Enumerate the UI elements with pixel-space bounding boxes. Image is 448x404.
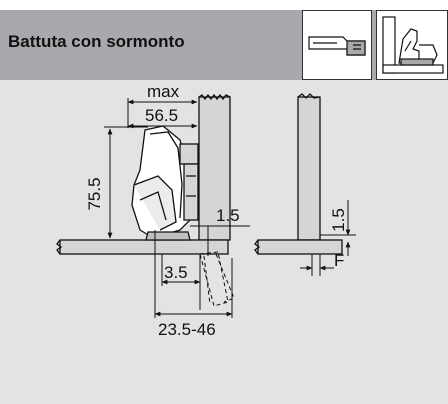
gap-right-label: 1.5 bbox=[329, 208, 348, 232]
max-value-label: 56.5 bbox=[145, 106, 178, 125]
gap-left-label: 1.5 bbox=[216, 206, 240, 225]
range-label: 23.5-46 bbox=[158, 320, 216, 339]
height-label: 75.5 bbox=[85, 177, 104, 210]
right-side-panel bbox=[254, 93, 343, 255]
top-strip bbox=[0, 0, 448, 10]
max-label: max bbox=[147, 82, 180, 101]
cabinet-side-panel bbox=[198, 93, 231, 241]
door-swing-dashed bbox=[199, 251, 235, 307]
dimension-lines-right bbox=[300, 200, 356, 276]
door-panel bbox=[56, 239, 229, 255]
hinge-arm bbox=[131, 125, 199, 241]
header-bar: Battuta con sormonto bbox=[0, 10, 448, 80]
hinge-assembly-thumbnail-icon bbox=[376, 10, 448, 80]
overlay-hinge-thumbnail-icon bbox=[302, 10, 372, 80]
page-title: Battuta con sormonto bbox=[8, 32, 185, 51]
technical-drawing: max 56.5 75.5 1.5 3.5 23.5-46 1.5 F bbox=[56, 82, 356, 339]
f-label: F bbox=[334, 251, 344, 270]
offset-label: 3.5 bbox=[164, 263, 188, 282]
dimension-lines-left bbox=[104, 98, 250, 318]
